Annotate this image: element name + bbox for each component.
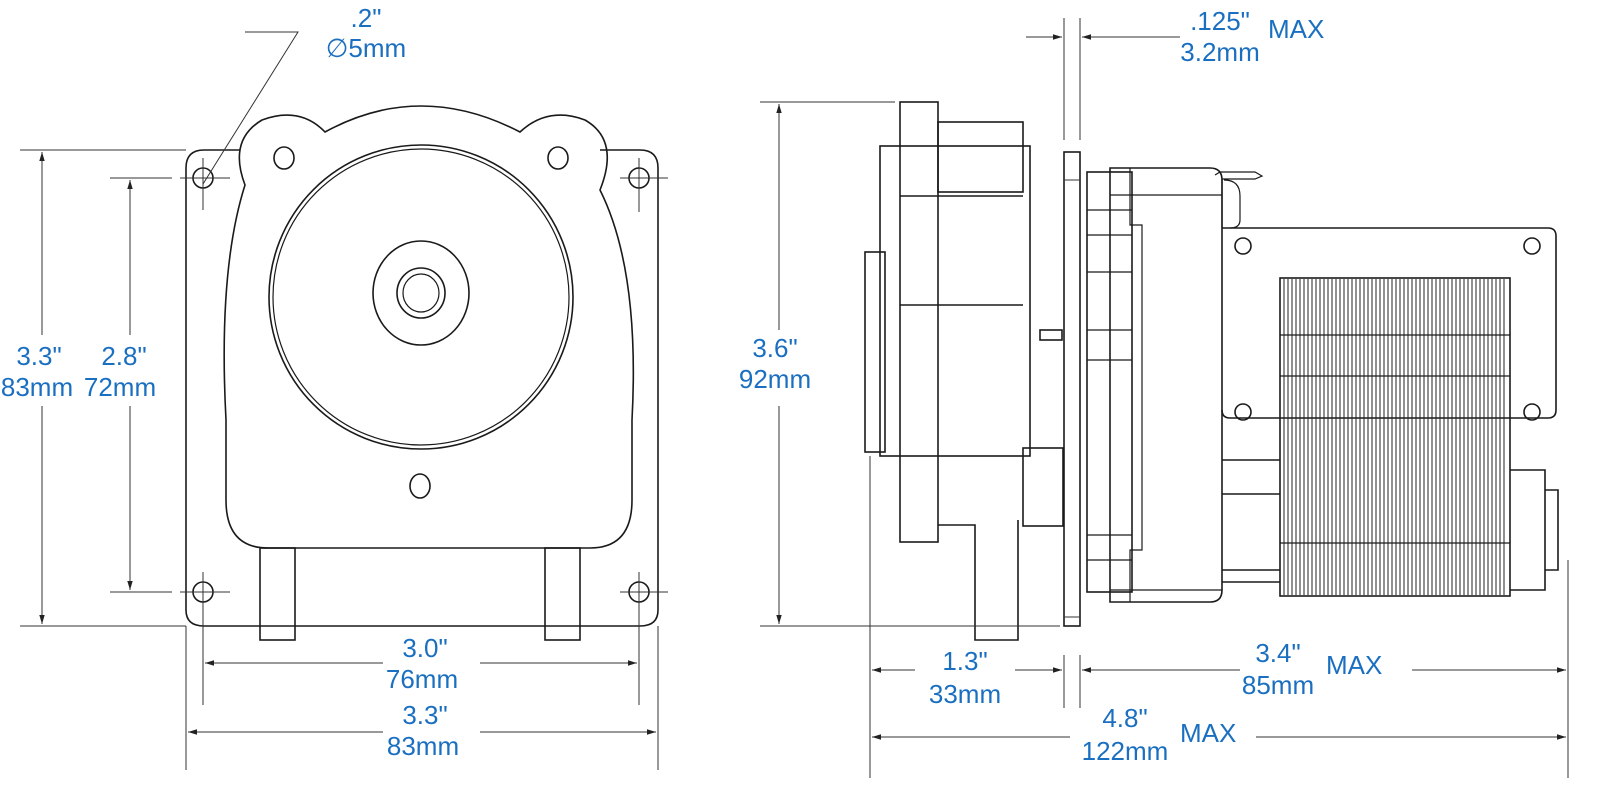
pump-depth-mm-label: 33mm: [929, 679, 1001, 709]
overall-height-in-label: 3.3": [16, 341, 61, 371]
pump-head-body: [223, 105, 635, 549]
overall-width-in-label: 3.3": [402, 700, 447, 730]
pump-details: [900, 195, 1023, 641]
motor-lamination-stack: [1279, 277, 1511, 597]
gearbox-housing: [1109, 167, 1223, 603]
side-mounting-plate: [1063, 151, 1081, 627]
motor-core: [1222, 459, 1280, 583]
rotor-cover-inner: [272, 148, 570, 446]
bracket-hole: [1234, 237, 1252, 255]
bracket-hole: [1523, 403, 1541, 421]
plate-thickness-mm-label: 3.2mm: [1180, 37, 1259, 67]
pump-cover-lip: [864, 251, 886, 453]
pump-base-block: [1022, 447, 1064, 527]
bracket-hole: [1234, 403, 1252, 421]
hole-dia-mm-label: ∅5mm: [326, 33, 406, 63]
head-screw-hole: [547, 146, 569, 170]
overall-depth-max-label: MAX: [1180, 718, 1236, 748]
hole-leader-line: [202, 31, 299, 185]
hole-spacing-width-mm-label: 76mm: [386, 664, 458, 694]
rotor-hub: [372, 240, 470, 346]
hole-dia-in-label: .2": [351, 3, 382, 33]
plate-thickness-in-label: .125": [1190, 6, 1250, 36]
motor-depth-max-label: MAX: [1326, 650, 1382, 680]
terminal-tab: [1214, 171, 1264, 229]
pump-depth-in-label: 1.3": [942, 646, 987, 676]
side-height-in-label: 3.6": [752, 333, 797, 363]
lamination-fins: [1283, 279, 1505, 595]
motor-bracket: [1221, 227, 1557, 419]
overall-depth-in-label: 4.8": [1102, 703, 1147, 733]
bracket-hole: [1523, 237, 1541, 255]
side-height-mm-label: 92mm: [739, 364, 811, 394]
shaft-inner: [402, 273, 440, 313]
pump-tab: [1039, 329, 1063, 341]
head-screw-hole: [273, 146, 295, 170]
tube-port-left: [259, 547, 296, 641]
rotor-cover: [268, 144, 574, 450]
motor-depth-mm-label: 85mm: [1242, 670, 1314, 700]
shaft: [396, 267, 446, 319]
hole-spacing-height-in-label: 2.8": [101, 341, 146, 371]
pump-head-side: [879, 145, 1031, 457]
pump-flange: [899, 101, 939, 543]
tube-port-right: [544, 547, 581, 641]
hole-spacing-width-in-label: 3.0": [402, 633, 447, 663]
side-view: [760, 18, 1569, 778]
pump-upper-block: [937, 121, 1024, 193]
overall-width-mm-label: 83mm: [387, 731, 459, 761]
motor-depth-in-label: 3.4": [1255, 638, 1300, 668]
front-view: [20, 31, 668, 770]
hole-spacing-height-mm-label: 72mm: [84, 372, 156, 402]
overall-depth-mm-label: 122mm: [1082, 736, 1169, 766]
motor-end-cap: [1510, 469, 1559, 591]
overall-height-mm-label: 83mm: [1, 372, 73, 402]
indicator-hole: [409, 473, 431, 499]
mounting-plate: [185, 149, 659, 627]
plate-thickness-max-label: MAX: [1268, 14, 1324, 44]
